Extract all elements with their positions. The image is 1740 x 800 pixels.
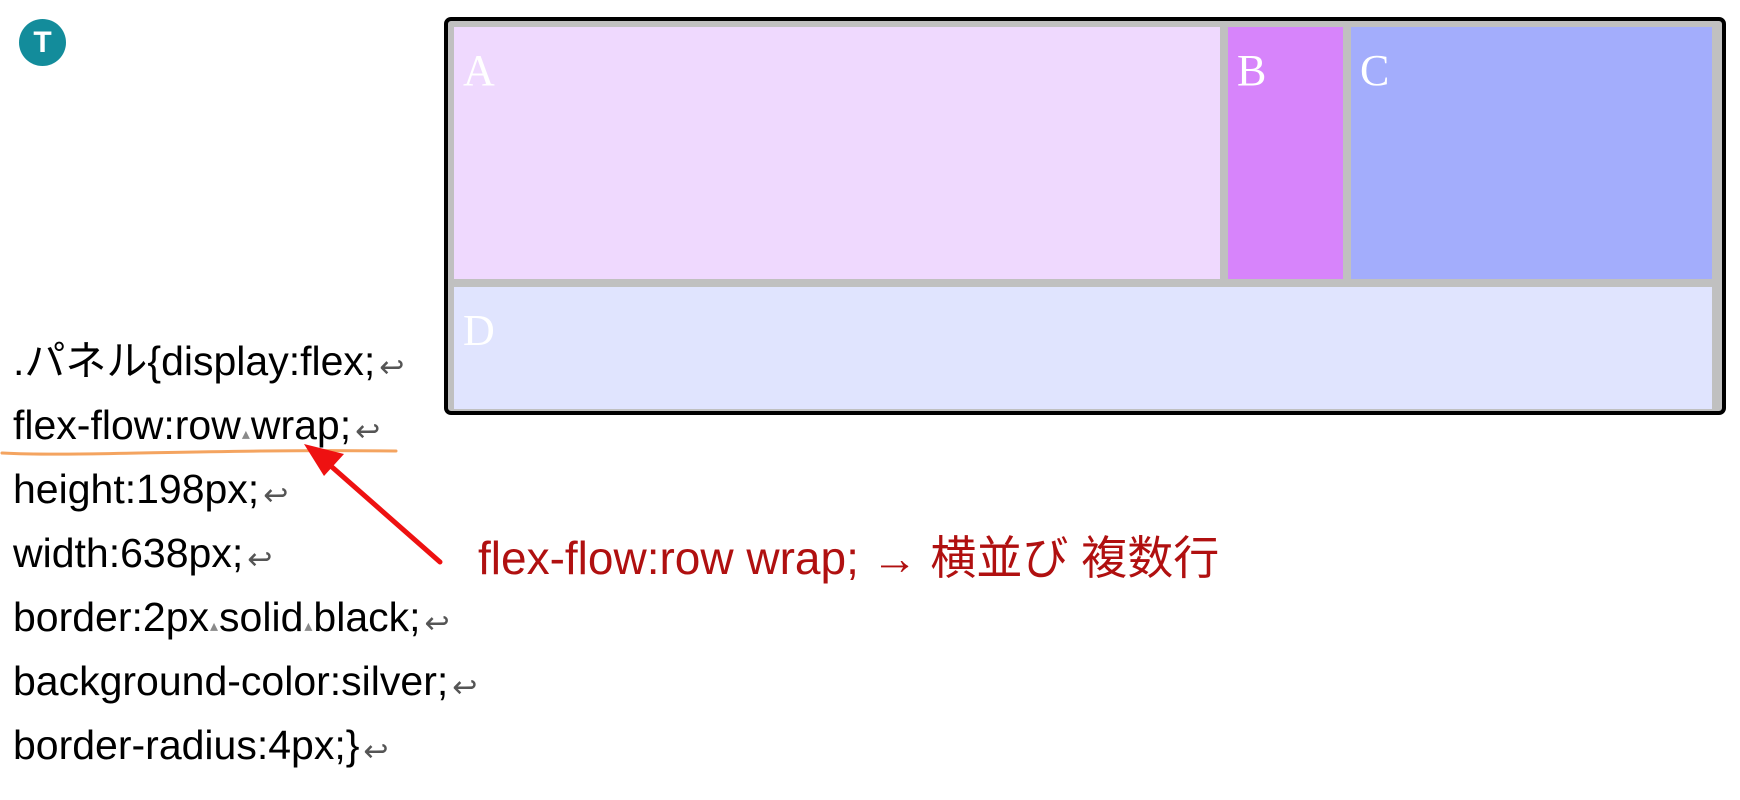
code-line: height:198px;↩ xyxy=(13,464,288,514)
flex-item-b: B xyxy=(1228,27,1343,279)
code-token: width:638px; xyxy=(13,530,244,576)
space-marker-icon: ▴ xyxy=(304,618,313,635)
newline-marker-icon: ↩ xyxy=(424,607,450,640)
code-token: flex-flow:row xyxy=(13,402,241,448)
avatar-letter: T xyxy=(33,26,52,59)
flex-item-c-label: C xyxy=(1360,46,1390,95)
flex-panel: A B C D xyxy=(444,17,1726,415)
code-line: border-radius:4px;}↩ xyxy=(13,720,389,770)
newline-marker-icon: ↩ xyxy=(263,479,289,512)
code-line: border:2px▴solid▴black;↩ xyxy=(13,592,450,642)
flex-item-b-label: B xyxy=(1237,46,1267,95)
code-token: border:2px xyxy=(13,594,210,640)
flex-item-c: C xyxy=(1351,27,1712,279)
code-token: black; xyxy=(313,594,421,640)
space-marker-icon: ▴ xyxy=(241,426,250,443)
code-line-highlighted: flex-flow:row▴wrap;↩ xyxy=(13,400,380,450)
newline-marker-icon: ↩ xyxy=(247,543,273,576)
red-arrow-icon xyxy=(304,444,443,565)
code-token: border-radius:4px;} xyxy=(13,722,360,768)
code-line: width:638px;↩ xyxy=(13,528,272,578)
flex-item-a-label: A xyxy=(463,46,495,95)
user-avatar[interactable]: T xyxy=(19,19,66,66)
newline-marker-icon: ↩ xyxy=(452,671,478,704)
flex-item-d-label: D xyxy=(463,306,495,355)
code-line: .パネル{display:flex;↩ xyxy=(13,336,404,386)
flex-item-d: D xyxy=(454,287,1712,409)
code-token: solid xyxy=(219,594,304,640)
code-token: height:198px; xyxy=(13,466,260,512)
code-token: .パネル{display:flex; xyxy=(13,338,376,384)
newline-marker-icon: ↩ xyxy=(379,351,405,384)
newline-marker-icon: ↩ xyxy=(355,415,381,448)
newline-marker-icon: ↩ xyxy=(363,735,389,768)
flex-item-a: A xyxy=(454,27,1220,279)
code-line: background-color:silver;↩ xyxy=(13,656,477,706)
annotation-text: flex-flow:row wrap; → 横並び 複数行 xyxy=(478,532,1220,584)
code-token: background-color:silver; xyxy=(13,658,449,704)
space-marker-icon: ▴ xyxy=(210,618,219,635)
code-token: wrap; xyxy=(250,402,352,448)
